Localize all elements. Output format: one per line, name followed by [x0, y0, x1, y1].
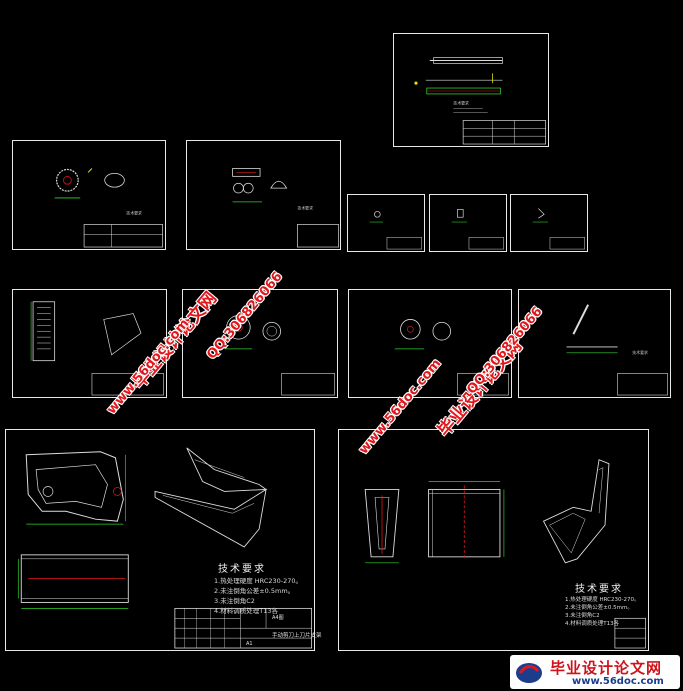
tech-note-right-2: 2.未注倒角公差±0.5mm。 [565, 605, 633, 611]
sheet-top-shaft: 技术要求 [393, 33, 549, 147]
sheet-main-left: 技术要求 1.热处理硬度 HRC230-270。 2.未注倒角公差±0.5mm。… [5, 429, 322, 651]
sheet-row3-wheel2 [348, 289, 512, 398]
tech-note-1: 1.热处理硬度 HRC230-270。 [214, 577, 303, 585]
tech-note-4: 4.材料调质处理T13各 [214, 607, 278, 615]
title-block-scale: A1 [246, 641, 253, 647]
footer-logo-mark-icon [516, 663, 542, 683]
tech-note-right-3: 3.未注倒角C2 [565, 613, 600, 619]
title-block-drawing-name: 手动剪刀上刀片支架 [272, 633, 322, 639]
sheet-row2-bracket: 技术要求 [186, 140, 341, 250]
tech-note-3: 3.未注倒角C2 [214, 597, 255, 605]
title-block-name-label: A4图 [272, 615, 284, 621]
tech-note-right-4: 4.材料调质处理T13各 [565, 621, 620, 627]
svg-text:技术要求: 技术要求 [632, 350, 648, 355]
footer-url: www.56doc.com [572, 676, 664, 687]
footer-logo-text: 毕业设计论文网 [550, 659, 663, 677]
tech-note-2: 2.未注倒角公差±0.5mm。 [214, 587, 295, 595]
sheet-row3-comb [12, 289, 167, 398]
sheet-row2-small-b [429, 194, 507, 252]
sheet-row2-gear: 技术要求 [12, 140, 166, 250]
svg-text:技术要求: 技术要求 [297, 206, 313, 211]
sheet-row3-pin: 技术要求 [518, 289, 671, 398]
tech-note-right-1: 1.热处理硬度 HRC230-270。 [565, 597, 640, 603]
sheet-row2-small-a [347, 194, 425, 252]
tech-notes-title-right: 技术要求 [575, 584, 623, 595]
sheet-main-right: 技术要求 1.热处理硬度 HRC230-270。 2.未注倒角公差±0.5mm。… [338, 429, 649, 651]
svg-text:技术要求: 技术要求 [453, 101, 469, 106]
tech-notes-title: 技术要求 [218, 564, 266, 575]
sheet-row3-wheel [182, 289, 338, 398]
sheet-row2-small-c [510, 194, 588, 252]
svg-text:技术要求: 技术要求 [126, 211, 142, 216]
